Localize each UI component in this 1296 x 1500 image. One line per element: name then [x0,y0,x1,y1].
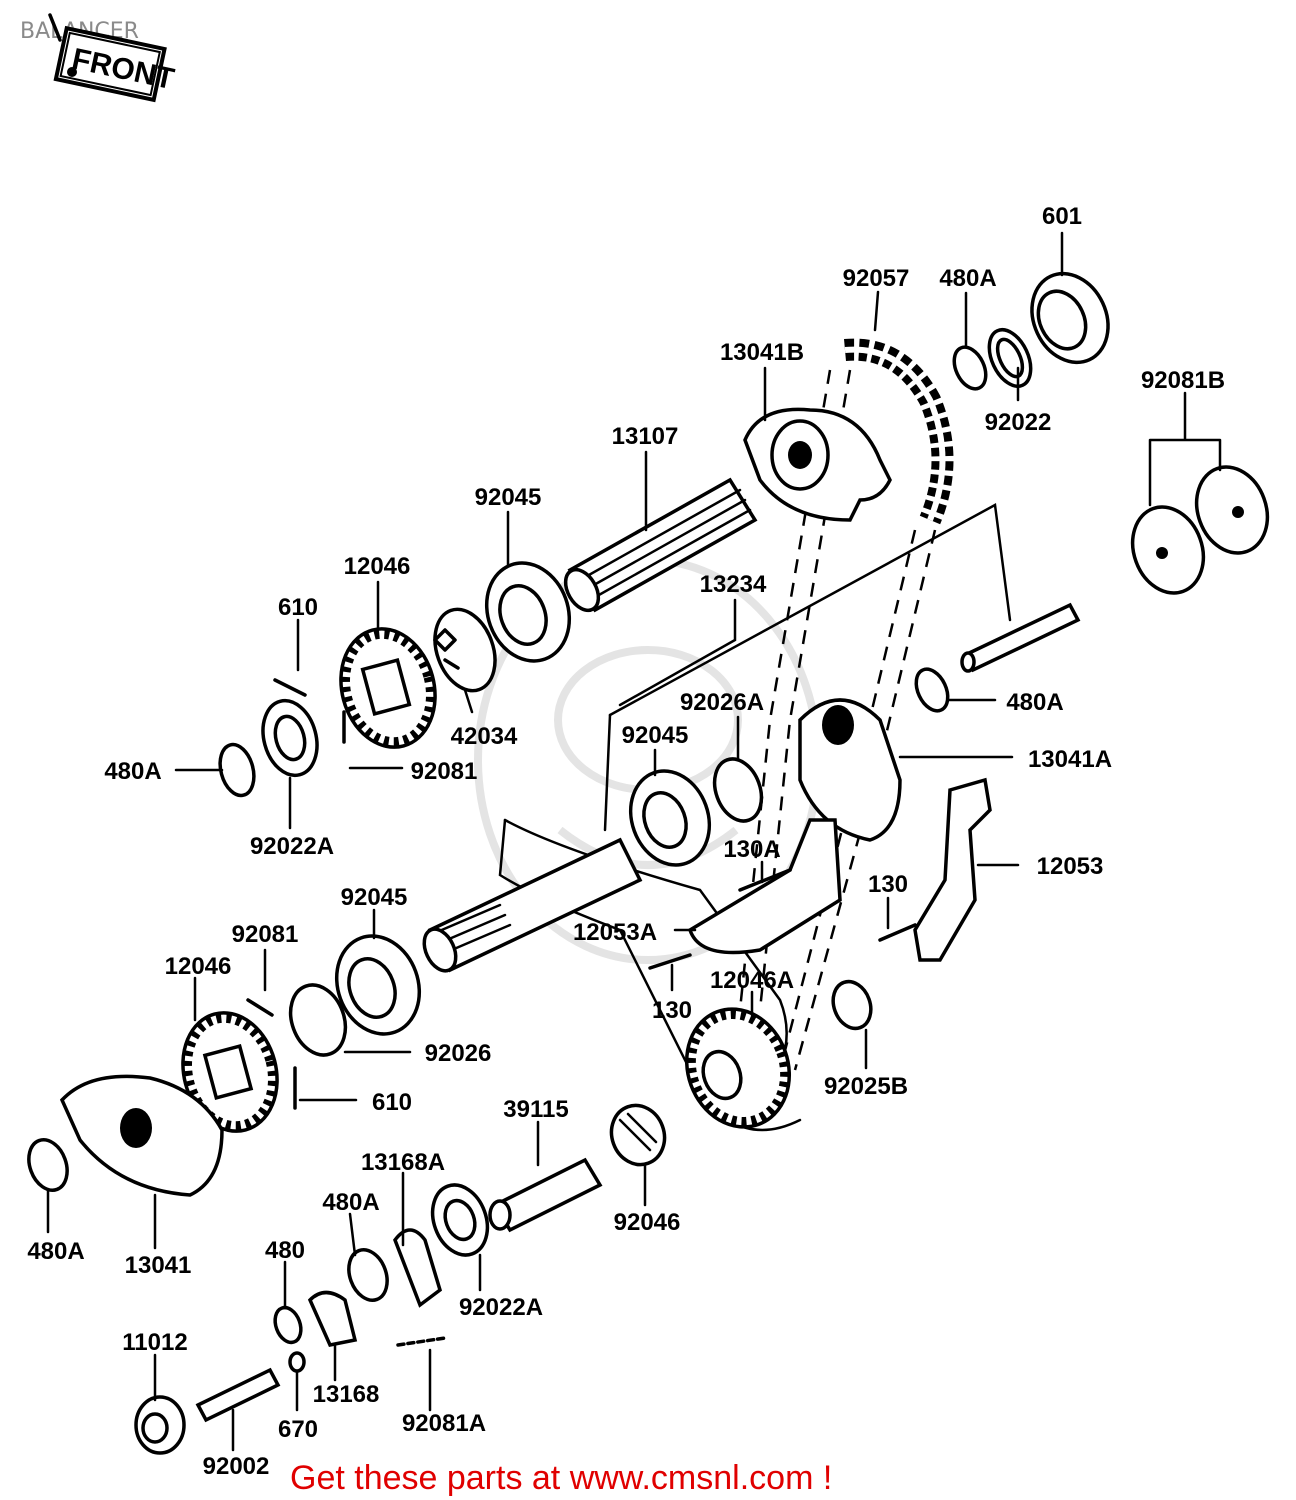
shaft-39115 [488,1157,603,1233]
part-label: 92045 [341,884,408,911]
part-label: 92045 [622,722,689,749]
part-label: 480A [322,1189,379,1216]
part-label: 13041 [125,1252,192,1279]
part-label: 39115 [503,1096,568,1123]
sprocket-12046a [684,1007,792,1129]
part-label: 92081B [1141,367,1225,394]
part-label: 13168 [313,1381,380,1408]
bearing-601 [1030,271,1110,365]
part-label: 12053 [1037,853,1104,880]
front-dot [67,67,77,77]
part-label: 13041B [720,339,804,366]
part-label: 610 [278,594,318,621]
hub-42034 [433,607,497,693]
plugs-92081b [1130,465,1270,595]
front-direction-stamp: FRONT [53,25,177,103]
part-label: 13041A [1028,746,1112,773]
circlip-480a-left [218,742,256,798]
part-label: 12046 [165,953,232,980]
chain-dashed-path [738,369,937,1071]
part-label: 480A [939,265,996,292]
part-label: 130 [652,997,692,1024]
shaft-13107 [563,477,758,613]
circlip-480a-top [952,345,988,391]
collar-92026 [288,983,348,1057]
part-label: 92046 [614,1209,681,1236]
circlip-480a-right [914,667,950,713]
key-610-upper [273,678,307,697]
cap-11012-inner [141,1412,169,1444]
chain-92057 [844,338,954,525]
part-label: 12053A [573,919,657,946]
spring-92081a [396,1336,447,1347]
part-label: 480A [27,1238,84,1265]
part-label: 92025B [824,1073,908,1100]
part-label: 13168A [361,1149,445,1176]
part-label: 12046 [344,553,411,580]
part-label: 92081A [402,1410,486,1437]
collar-92026a [712,757,764,823]
pin-shaft-right [960,602,1081,673]
circlip-480 [273,1305,303,1345]
tensioner-arm-12053 [913,777,992,962]
leader-lines [46,231,1222,1452]
cmsnl-link-banner[interactable]: Get these parts at www.cmsnl.com ! [290,1459,832,1497]
part-label: 130A [723,836,780,863]
washer-92022a-lower [430,1183,490,1257]
part-label: 670 [278,1416,318,1443]
bearing-92045-middle [628,769,712,867]
part-label: 12046A [710,967,794,994]
bolt-130-lower [648,953,692,970]
part-label: 130 [868,871,908,898]
part-label: 92022A [250,833,334,860]
part-label: 92022 [985,409,1052,436]
part-labels: 601 92057 480A 13041B 92022 92081B 13107… [27,203,1225,1480]
circlip-480a-lower [347,1248,389,1302]
part-label: 13107 [612,423,679,450]
part-label: 92026 [425,1040,492,1067]
lever-13168a [393,1228,443,1308]
balancer-weight-13041 [59,1074,224,1197]
part-label: 601 [1042,203,1082,230]
washer-92022a-lower-hole [443,1198,477,1242]
bolt-130a [738,868,792,892]
part-label: 480 [265,1237,305,1264]
washer-92025b [831,979,873,1031]
needle-bearing-92046 [609,1103,667,1167]
part-label: 92045 [475,484,542,511]
part-label: 610 [372,1089,412,1116]
part-label: 11012 [122,1329,187,1356]
part-label: 92022A [459,1294,543,1321]
part-label: 13234 [700,571,767,598]
ring-670 [288,1351,306,1373]
circlip-480a-lower-left [27,1138,69,1192]
washer-92022 [987,328,1033,388]
balancer-weight-13041a [798,698,902,842]
part-label: 92081 [411,758,478,785]
tensioner-12053a [687,818,842,955]
part-label: 42034 [451,723,518,750]
bearing-92045-lower [334,934,422,1036]
pin-92081-lower [246,998,274,1017]
shaft-main-lower [422,837,643,973]
bolt-92002 [195,1367,281,1423]
part-label: 92026A [680,689,764,716]
balancer-weight-13041b [743,407,892,522]
front-arrow [48,13,62,42]
lever-13168 [307,1290,358,1347]
washer-92022a-upper [261,698,319,778]
part-label: 480A [104,758,161,785]
part-label: 92081 [232,921,299,948]
part-label: 480A [1006,689,1063,716]
sprocket-12046-lower [181,1011,279,1133]
sprocket-12046-upper [339,627,437,749]
bearing-92045-upper [484,561,572,663]
bolt-130-right [878,923,917,942]
washer-92022a-upper-hole [273,714,307,762]
part-label: 92057 [843,265,910,292]
part-label: 92002 [203,1453,270,1480]
